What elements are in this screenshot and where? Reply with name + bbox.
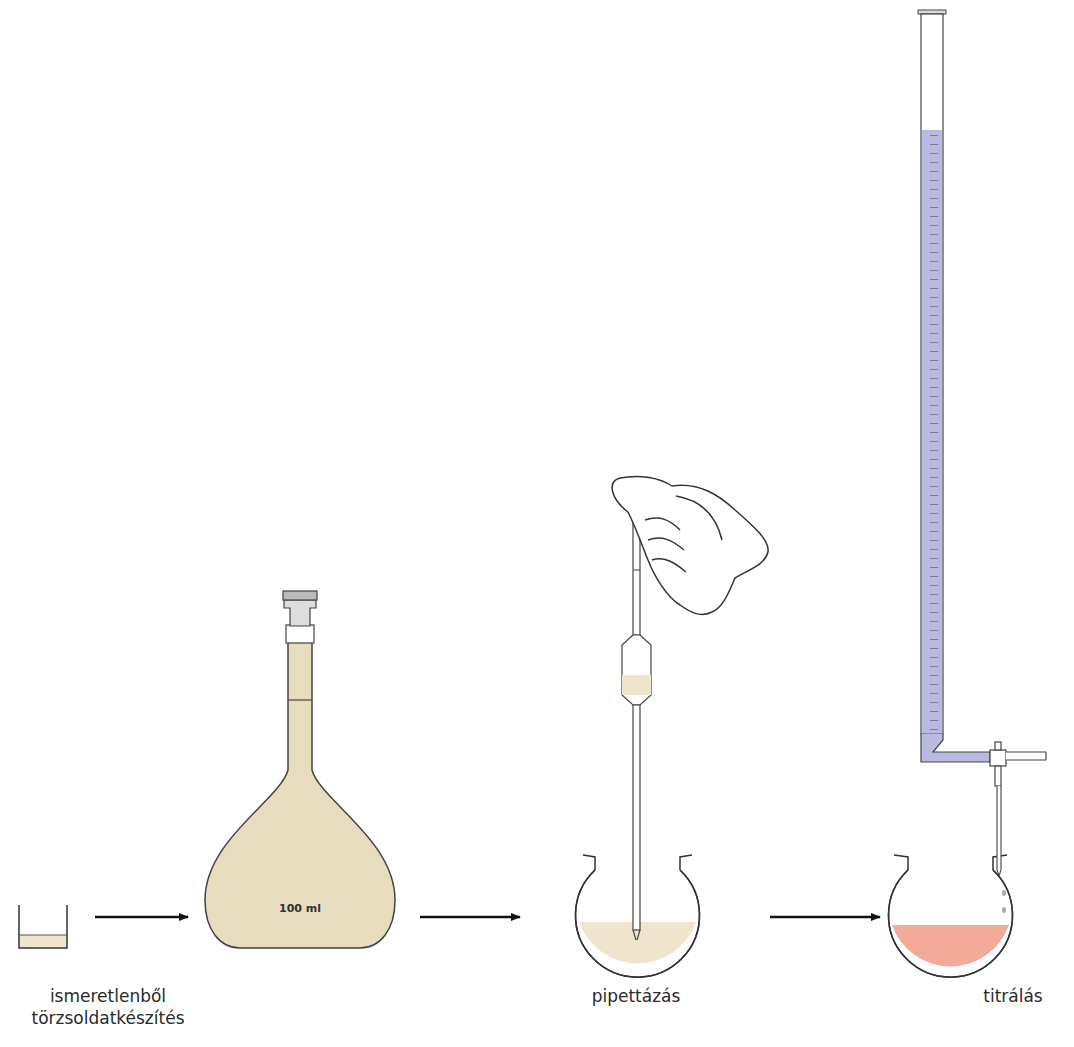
volume-label: 100 ml: [279, 902, 321, 916]
volumetric-flask: [205, 591, 395, 948]
step-caption: ismeretlenből törzsoldatkészítés: [31, 985, 184, 1029]
step-caption: pipettázás: [592, 985, 681, 1007]
step-arrow: [95, 916, 188, 919]
pipette: [622, 505, 651, 940]
step-arrow: [420, 916, 520, 919]
hand: [612, 476, 768, 614]
step-arrow: [770, 916, 880, 919]
burette: [918, 10, 1046, 876]
round-flask: [889, 855, 1013, 977]
beaker: [19, 905, 67, 948]
step-caption: titrálás: [983, 985, 1042, 1007]
